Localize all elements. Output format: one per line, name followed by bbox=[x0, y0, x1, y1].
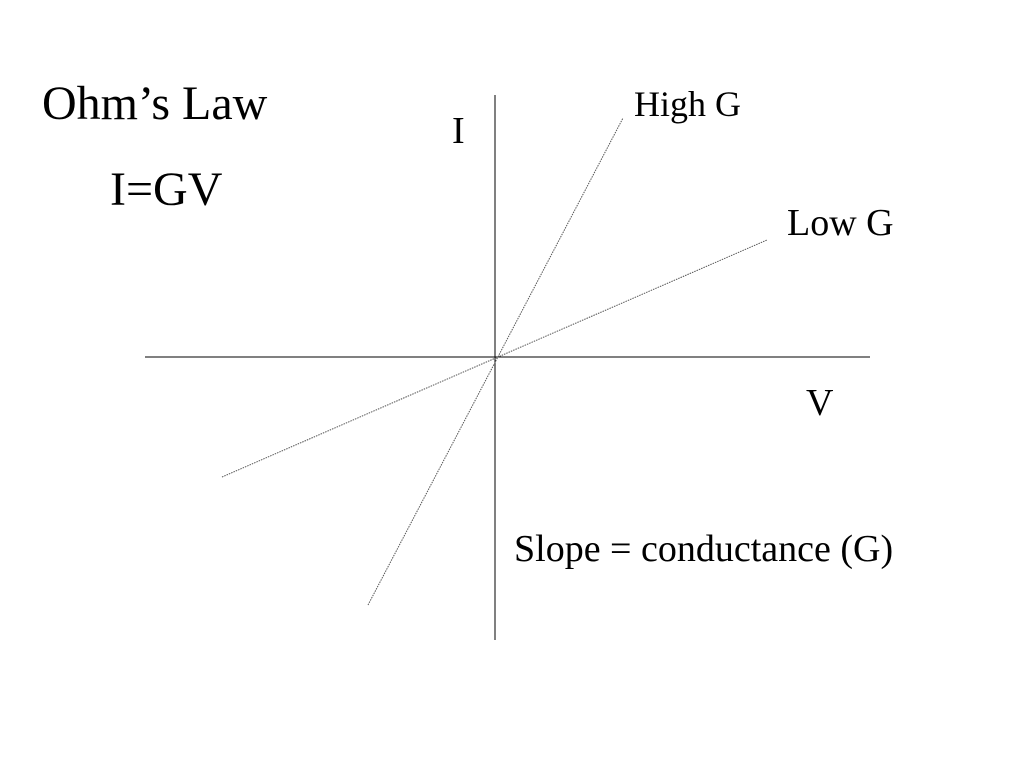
y-axis-label: I bbox=[452, 110, 465, 152]
low-g-label: Low G bbox=[787, 202, 894, 244]
slide-title: Ohm’s Law bbox=[42, 77, 268, 130]
x-axis-label: V bbox=[806, 382, 834, 424]
high-g-line bbox=[367, 117, 624, 606]
high-g-label: High G bbox=[634, 84, 741, 124]
slope-note: Slope = conductance (G) bbox=[514, 528, 894, 570]
low-g-line bbox=[221, 239, 768, 478]
equation: I=GV bbox=[110, 163, 223, 216]
